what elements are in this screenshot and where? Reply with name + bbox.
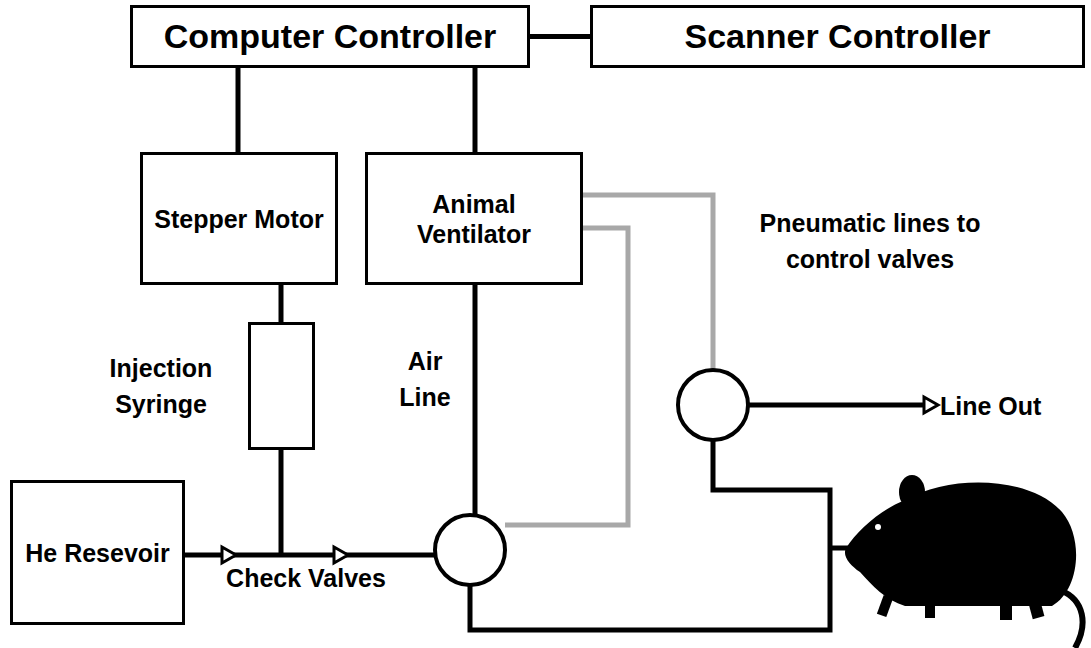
node-label: Scanner Controller [676,16,998,57]
syringe-line [279,450,284,555]
air-line [473,285,478,515]
check-valve [222,547,236,563]
node-label: Computer Controller [156,16,504,57]
connector-line [530,34,590,39]
motor-box: Stepper Motor [140,152,337,285]
controller-box: Scanner Controller [590,5,1085,68]
pneumatic-line [580,195,713,370]
connector-line [279,285,284,322]
node-label: Animal Ventilator [368,189,580,249]
annotation-label: Pneumatic lines to control valves [715,205,1025,278]
annotation-label: Line Out [940,388,1080,424]
controller-box: Computer Controller [130,5,530,68]
node-heading: Injection Syringe [91,350,231,423]
exhaust-line [713,440,830,548]
annotation-label: Air Line [385,343,465,416]
connector-line [236,68,241,152]
control-valve [678,370,748,440]
annotation-label: Check Valves [196,560,416,596]
line-out [748,403,925,408]
reservoir-box: He Resevoir [10,480,185,625]
node-label: He Resevoir [17,538,178,568]
animal-line [470,548,830,630]
connector-line [473,68,478,152]
arrow-head [924,397,938,413]
control-valve [435,515,505,585]
check-valve [334,547,348,563]
node-label: Stepper Motor [146,204,331,234]
syringe-box: Injection Syringe [248,322,315,450]
ventilator-box: Animal Ventilator [365,152,583,285]
rat-illustration [845,475,1083,648]
